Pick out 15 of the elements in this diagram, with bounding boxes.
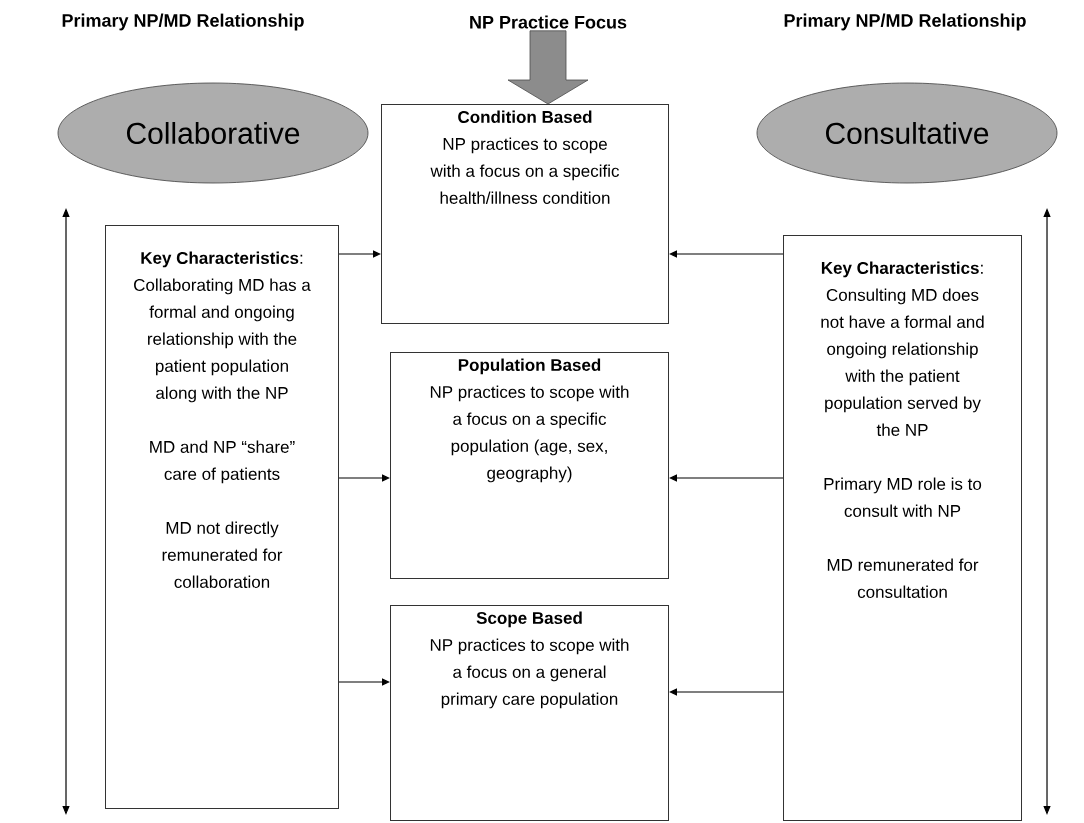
- arrow: [669, 688, 784, 696]
- arrow: [338, 250, 381, 258]
- characteristics-box: Key Characteristics: Consulting MD does not have a formal and ongoing relationship with the patient population served by the NP Primary MD role is to consult with NP MD remunerated for consultation: [783, 235, 1022, 821]
- focus-box: Scope Based NP practices to scope with a focus on a general primary care population: [390, 605, 669, 821]
- characteristics-box: Key Characteristics: Collaborating MD has a formal and ongoing relationship with the patient population along with the NP MD and NP “share” care of patients MD not directly remunerated for collaboration: [105, 225, 339, 809]
- arrow: [338, 474, 390, 482]
- focus-box: Condition Based NP practices to scope with a focus on a specific health/illness condition: [381, 104, 669, 324]
- heading-text: Primary NP/MD Relationship: [62, 13, 304, 31]
- heading-text: NP Practice Focus: [470, 15, 627, 29]
- block-arrow: [507, 30, 589, 105]
- focus-box: Population Based NP practices to scope with a focus on a specific population (age, sex, geography): [390, 352, 669, 579]
- arrow: [669, 474, 784, 482]
- arrow: [669, 250, 784, 258]
- heading-text: Primary NP/MD Relationship: [784, 13, 1026, 31]
- arrow: [338, 678, 390, 686]
